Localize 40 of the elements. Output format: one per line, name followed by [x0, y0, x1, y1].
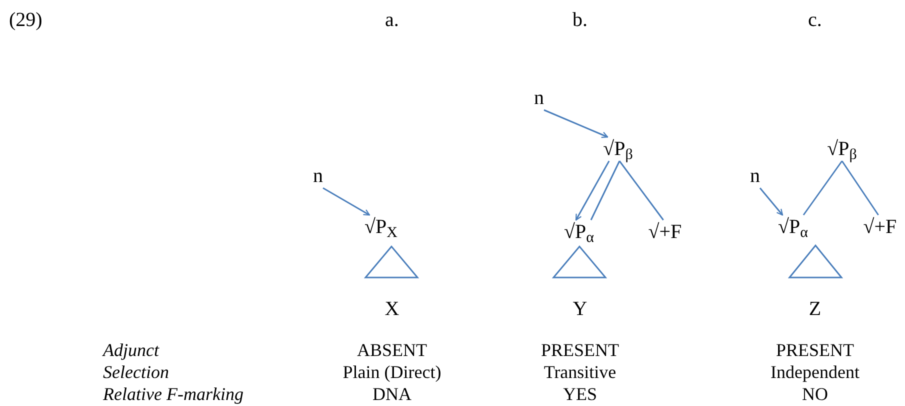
table-cell-text: Plain (Direct) [342, 362, 442, 383]
tree-node-label: Z [808, 297, 822, 321]
table-cell-text: PRESENT [541, 340, 619, 361]
arrow [575, 160, 610, 221]
tree-node-label: √P$_{X}$ [364, 215, 398, 239]
tree-node-label: n [313, 164, 323, 188]
arrow [544, 109, 608, 138]
triangle-shape [365, 246, 418, 278]
column-heading: b. [572, 8, 588, 32]
tree-node-label: n [534, 86, 544, 110]
table-cell-text: YES [563, 384, 597, 405]
column-heading: c. [808, 8, 822, 32]
tree-node-label: √+F [648, 220, 682, 244]
tree-branch-line [590, 160, 620, 220]
row-heading: Adjunct [103, 340, 159, 361]
tree-node-label: √+F [863, 215, 897, 239]
table-cell-text: NO [802, 384, 828, 405]
tree-node-label: √P$_{α}$ [564, 220, 594, 244]
triangle-shape [553, 246, 606, 278]
column-heading: a. [385, 8, 399, 32]
row-heading: Selection [103, 362, 169, 383]
tree-branch-line [841, 160, 879, 216]
tree-branch-line [802, 160, 843, 216]
triangle-shape [789, 245, 842, 278]
tree-node-label: X [384, 297, 400, 321]
tree-node-label: √P$_{β}$ [603, 137, 633, 161]
tree-node-label: √P$_{α}$ [778, 215, 808, 239]
table-cell-text: PRESENT [776, 340, 854, 361]
row-heading: Relative F-marking [103, 384, 244, 405]
tree-node-label: Y [572, 297, 588, 321]
table-cell-text: Transitive [544, 362, 616, 383]
arrow [322, 187, 370, 216]
arrow [759, 188, 784, 216]
tree-branch-line [618, 160, 664, 220]
example-number: (29) [9, 8, 42, 32]
tree-node-label: n [750, 164, 760, 188]
table-cell-text: ABSENT [357, 340, 427, 361]
table-cell-text: DNA [372, 384, 412, 405]
table-cell-text: Independent [770, 362, 860, 383]
tree-node-label: √P$_{β}$ [827, 137, 857, 161]
